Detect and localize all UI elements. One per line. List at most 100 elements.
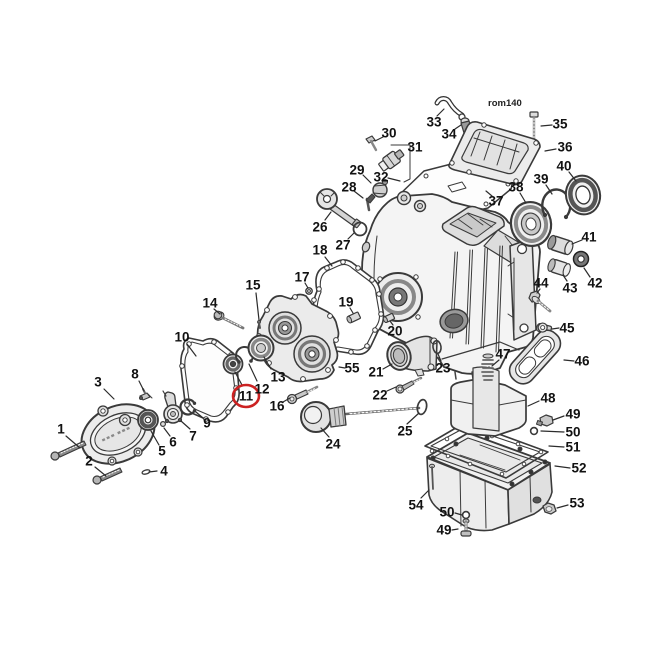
part-label-21: 21 — [368, 365, 384, 380]
callout-15-leader — [255, 292, 260, 321]
callout-46-leader — [563, 359, 575, 362]
part-label-24: 24 — [325, 437, 341, 452]
part-label-54: 54 — [408, 498, 424, 513]
part-neutral-switch — [365, 178, 389, 204]
part-release-ramp-7 — [162, 390, 183, 424]
callout-16-leader — [282, 397, 291, 403]
part-label-7: 7 — [189, 429, 197, 444]
callout-32-leader — [387, 177, 401, 182]
part-clevis-8 — [139, 388, 153, 401]
callout-36-leader — [544, 148, 557, 152]
part-label-13: 13 — [270, 370, 286, 385]
callout-12-leader — [248, 363, 258, 382]
callout-49-leader — [552, 415, 565, 421]
callout-55-leader — [338, 366, 346, 369]
callout-20-leader — [389, 320, 394, 326]
part-label-29: 29 — [349, 163, 364, 178]
callout-38-leader — [519, 192, 527, 204]
part-label-17: 17 — [294, 270, 309, 285]
part-filler-spout — [386, 335, 438, 377]
highlight-circle-11 — [231, 383, 261, 409]
part-label-5: 5 — [158, 444, 166, 459]
part-label-37: 37 — [488, 194, 503, 209]
callout-21-leader — [382, 363, 393, 370]
part-label-15: 15 — [245, 278, 261, 293]
part-top-cover — [448, 121, 541, 186]
callout-29-leader — [362, 174, 372, 184]
part-main-bearing — [509, 200, 553, 248]
part-label-22: 22 — [372, 388, 387, 403]
callout-3-leader — [103, 388, 115, 400]
part-label-26: 26 — [312, 220, 328, 235]
part-label-45: 45 — [559, 321, 575, 336]
callout-17-leader — [304, 282, 309, 289]
part-tensioner-pad — [508, 322, 562, 385]
part-label-41: 41 — [581, 230, 597, 245]
part-label-55: 55 — [344, 361, 360, 376]
part-oring-27 — [352, 221, 368, 237]
part-label-47: 47 — [495, 347, 510, 362]
callout-25-leader — [406, 412, 420, 425]
part-label-50: 50 — [439, 505, 454, 520]
part-label-12: 12 — [254, 382, 269, 397]
part-drain-plug-53 — [542, 502, 557, 515]
part-label-30: 30 — [381, 126, 396, 141]
part-bearing-retainer-55 — [256, 293, 340, 383]
callout-30-leader — [374, 136, 384, 142]
callout-22-leader — [386, 386, 397, 392]
part-label-40: 40 — [556, 159, 571, 174]
part-label-43: 43 — [562, 281, 578, 296]
part-label-14: 14 — [202, 296, 218, 311]
part-shifter-shaft — [316, 188, 362, 229]
part-spring-47 — [481, 353, 494, 381]
part-label-10: 10 — [174, 330, 189, 345]
part-label-1: 1 — [57, 422, 65, 437]
part-bearing-5 — [137, 409, 159, 431]
part-label-49: 49 — [565, 407, 580, 422]
part-label-3: 3 — [94, 375, 102, 390]
part-oil-pan — [426, 432, 553, 532]
part-label-53: 53 — [569, 496, 585, 511]
part-dowel-19 — [346, 311, 361, 324]
callout-41-leader — [571, 239, 583, 245]
part-label-2: 2 — [85, 454, 93, 469]
part-label-33: 33 — [426, 115, 442, 130]
part-label-42: 42 — [587, 276, 602, 291]
part-label-4: 4 — [160, 464, 168, 479]
callout-34-leader — [454, 124, 462, 130]
callout-40-leader — [568, 171, 577, 182]
part-label-49: 49 — [436, 523, 451, 538]
part-label-38: 38 — [508, 180, 524, 195]
part-label-8: 8 — [131, 367, 139, 382]
callout-24-leader — [320, 427, 330, 438]
callout-11-leader — [234, 371, 243, 386]
part-label-52: 52 — [571, 461, 586, 476]
part-label-9: 9 — [203, 416, 211, 431]
callout-4-leader — [148, 470, 158, 473]
part-oring-50-lower — [461, 510, 471, 520]
part-dipstick — [300, 401, 421, 433]
part-end-cover — [80, 403, 156, 466]
part-label-23: 23 — [435, 361, 451, 376]
part-dowel-20 — [382, 312, 396, 324]
callout-7-leader — [180, 420, 191, 430]
callout-48-leader — [527, 400, 540, 407]
callout-2-leader — [94, 466, 107, 477]
part-bearing-13 — [247, 334, 275, 362]
part-spacer-41 — [547, 234, 574, 256]
part-label-27: 27 — [335, 238, 350, 253]
part-label-50: 50 — [565, 425, 580, 440]
part-oring-23 — [432, 339, 442, 355]
callout-5-leader — [150, 430, 160, 446]
callout-53-leader — [556, 504, 569, 509]
part-label-20: 20 — [387, 324, 402, 339]
callout-45-leader — [551, 327, 560, 330]
part-label-46: 46 — [574, 354, 590, 369]
part-bolt-2 — [92, 467, 123, 485]
part-oring-50-upper — [529, 426, 539, 436]
callout-51-leader — [548, 445, 565, 448]
callout-23-leader — [437, 353, 442, 362]
part-oil-seal-40 — [564, 174, 602, 216]
part-label-28: 28 — [341, 180, 357, 195]
